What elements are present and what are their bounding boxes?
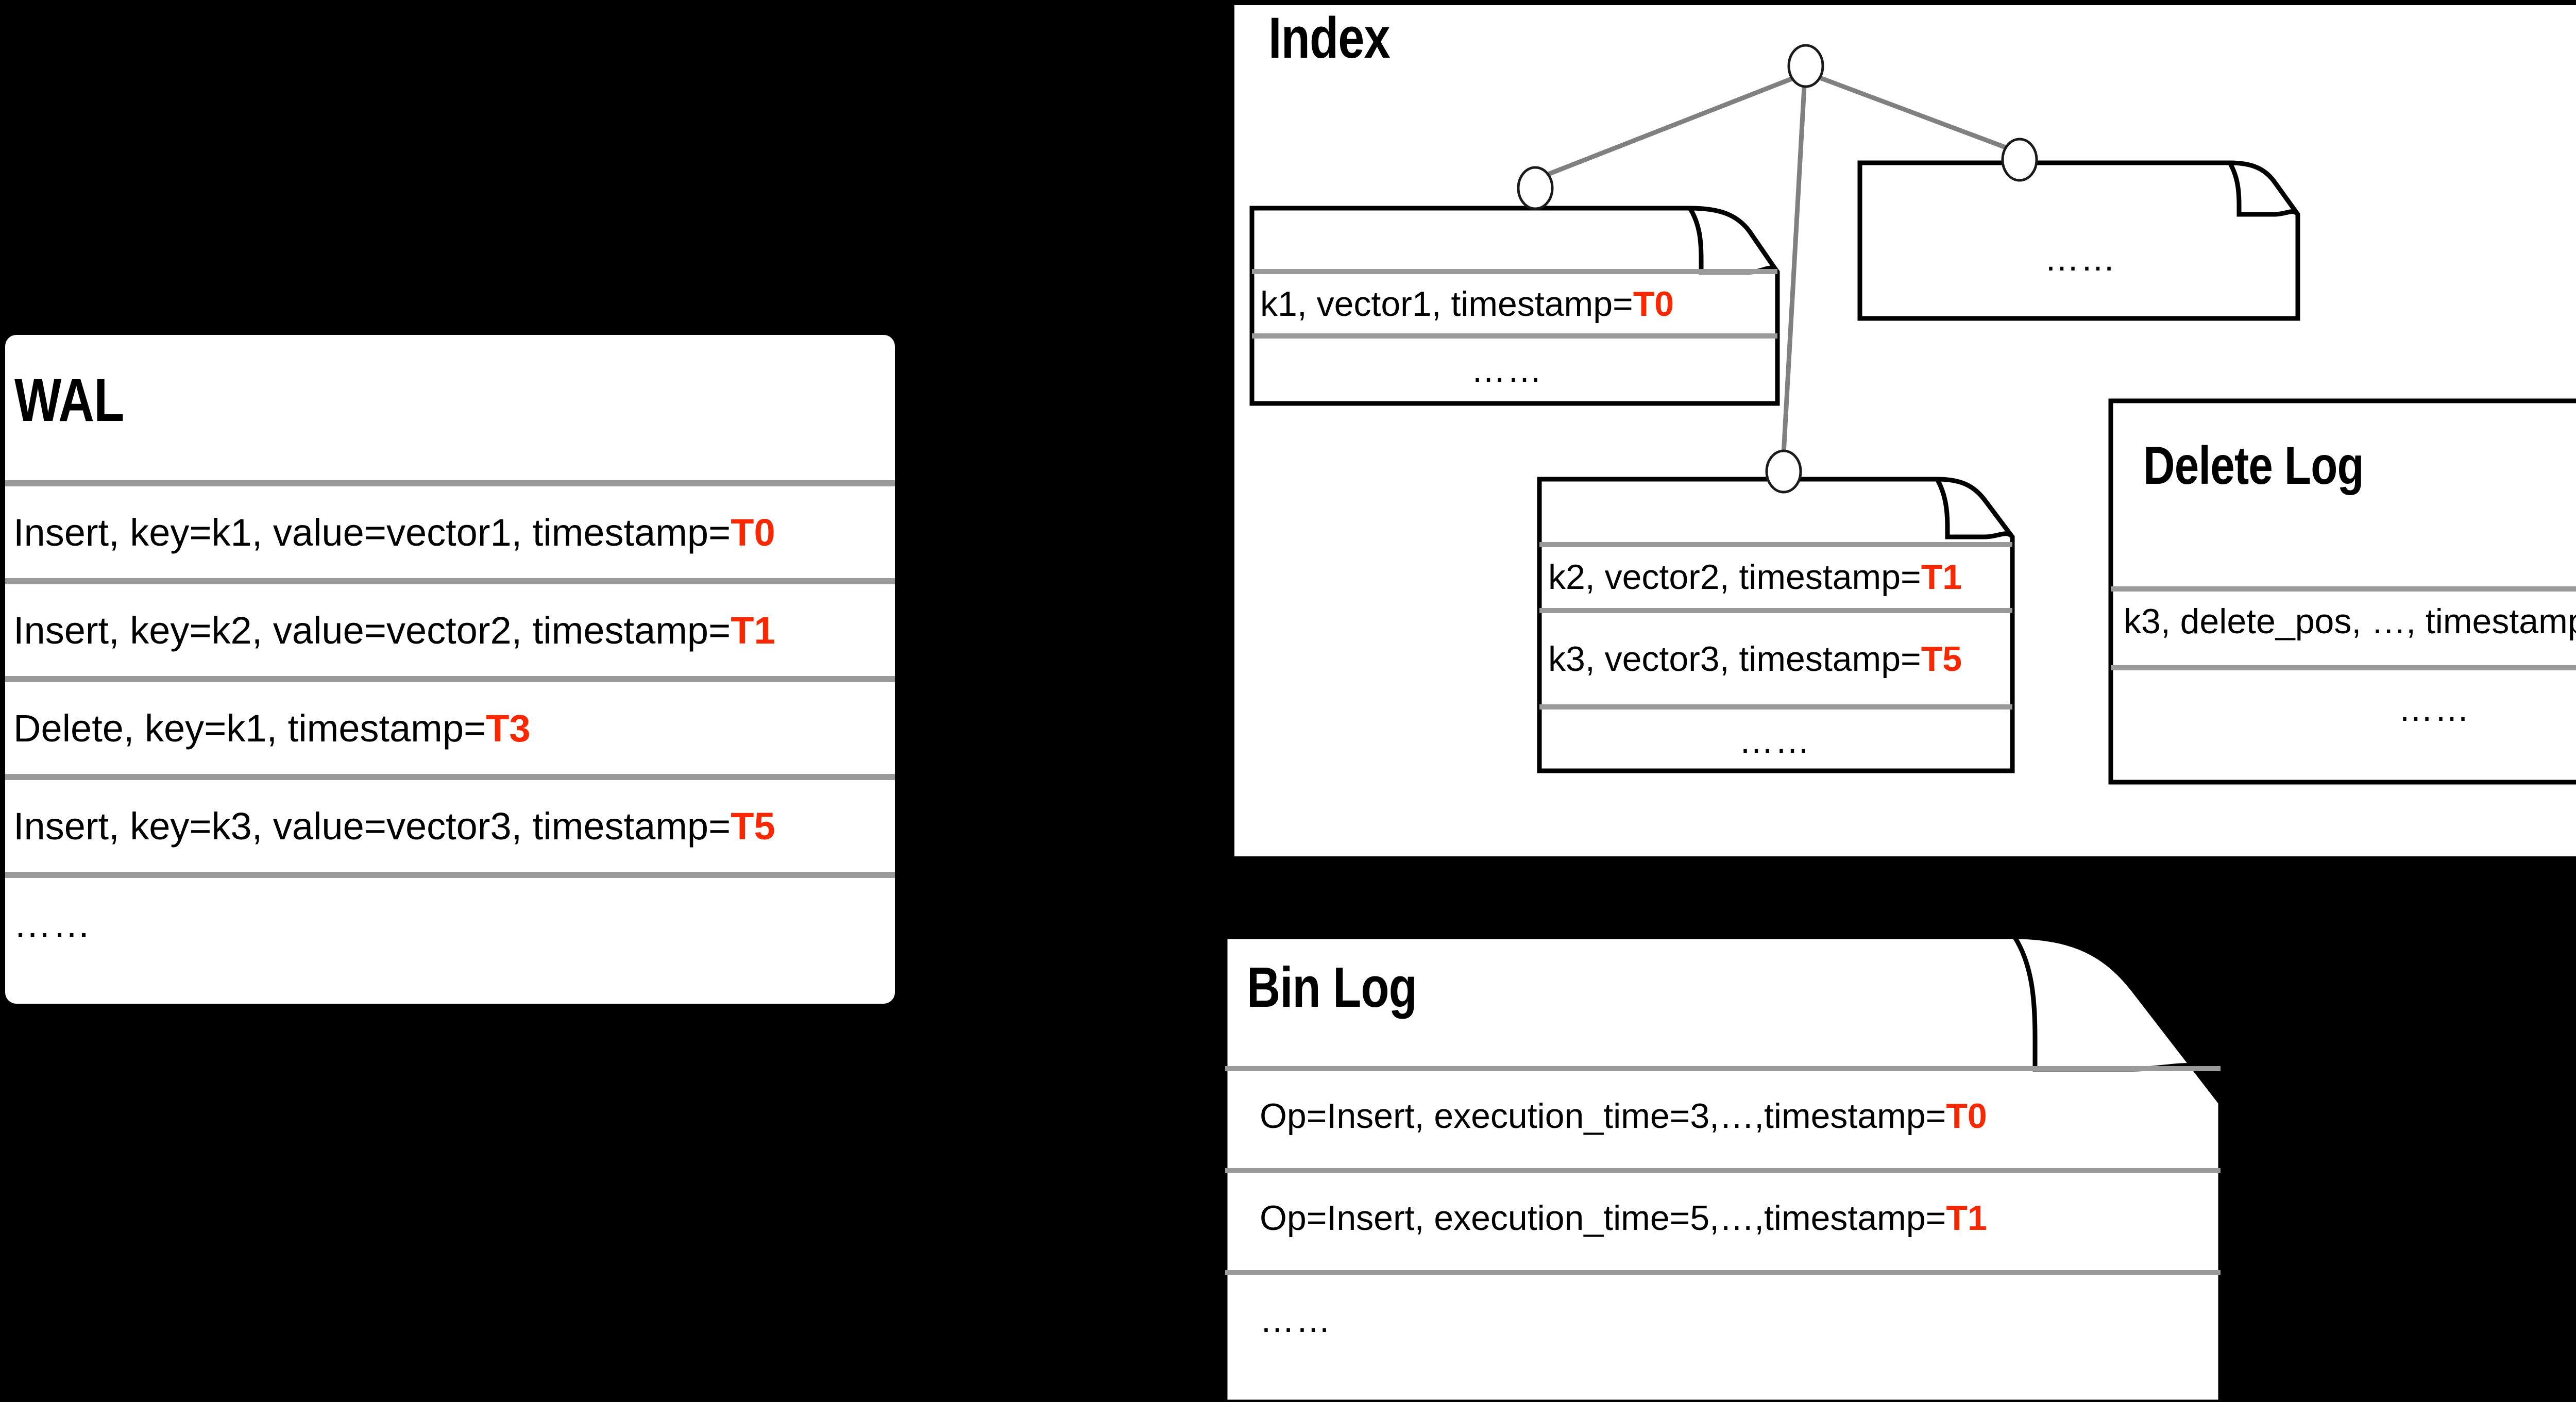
wal-row-label: Insert, key=k3, value=vector3, timestamp… <box>13 805 731 848</box>
bin-log-row: Op=Insert, execution_time=5,…,timestamp=… <box>1260 1201 1987 1236</box>
wal-row-label: Delete, key=k1, timestamp= <box>13 707 486 750</box>
leaf-k1-box <box>1249 206 1780 406</box>
wal-row: …… <box>13 903 92 945</box>
leaf-k2k3-row-label: k2, vector2, timestamp= <box>1548 558 1921 597</box>
leaf-k1-row: k1, vector1, timestamp=T0 <box>1260 286 1674 322</box>
delete-log-row: k3, delete_pos, …, timestamp=T3 <box>2124 604 2576 639</box>
wal-row-timestamp: T3 <box>486 707 531 750</box>
tree-edge-root-middle <box>1781 86 1807 454</box>
leaf-k1-row-label: k1, vector1, timestamp= <box>1260 284 1633 324</box>
bin-log-row-label: Op=Insert, execution_time=3,…,timestamp= <box>1260 1096 1946 1136</box>
tree-edge-root-right <box>1818 75 2009 151</box>
wal-row: Insert, key=k2, value=vector2, timestamp… <box>13 612 775 650</box>
wal-row-label: Insert, key=k2, value=vector2, timestamp… <box>13 609 731 652</box>
leaf-k1-row-timestamp: T0 <box>1633 284 1674 324</box>
tree-node-right-child[interactable] <box>2001 138 2038 182</box>
delete-log-row-label: k3, delete_pos, …, timestamp= <box>2124 602 2576 641</box>
leaf-k1-row: …… <box>1471 350 1543 390</box>
wal-title: WAL <box>14 366 124 434</box>
leaf-k2k3-row: k3, vector3, timestamp=T5 <box>1548 641 1962 677</box>
leaf-ellipsis-row: …… <box>2044 239 2116 278</box>
wal-row: Delete, key=k1, timestamp=T3 <box>13 710 531 748</box>
bin-log-row-timestamp: T0 <box>1946 1096 1987 1136</box>
bin-log-row-label: Op=Insert, execution_time=5,…,timestamp= <box>1260 1198 1946 1238</box>
leaf-k1-fold <box>1688 207 1780 275</box>
bin-log-row: Op=Insert, execution_time=3,…,timestamp=… <box>1260 1099 1987 1134</box>
leaf-k2k3-fold <box>1935 478 2014 539</box>
tree-node-left-child[interactable] <box>1517 166 1554 210</box>
bin-log-title: Bin Log <box>1247 956 1417 1019</box>
leaf-k2k3-row-timestamp: T1 <box>1921 558 1962 597</box>
bin-log-fold <box>2012 935 2223 1080</box>
wal-panel <box>5 335 895 1004</box>
tree-edge-root-left <box>1545 76 1794 178</box>
delete-log-row: …… <box>2398 689 2470 729</box>
leaf-k2k3-row-label: k3, vector3, timestamp= <box>1548 639 1921 679</box>
tree-node-root[interactable] <box>1787 44 1824 88</box>
leaf-ellipsis-fold <box>2228 161 2300 217</box>
bin-log-row-timestamp: T1 <box>1946 1198 1987 1238</box>
index-title: Index <box>1268 6 1391 70</box>
leaf-k2k3-row: …… <box>1739 721 1811 761</box>
bin-log-row: …… <box>1260 1300 1332 1340</box>
wal-row-timestamp: T1 <box>731 609 775 652</box>
delete-log-title: Delete Log <box>2143 436 2364 496</box>
wal-row: Insert, key=k1, value=vector1, timestamp… <box>13 514 775 552</box>
tree-node-middle-child[interactable] <box>1765 449 1802 494</box>
wal-row-label: Insert, key=k1, value=vector1, timestamp… <box>13 511 731 554</box>
leaf-k2k3-row-timestamp: T5 <box>1921 639 1962 679</box>
wal-row-timestamp: T5 <box>731 805 775 848</box>
wal-row: Insert, key=k3, value=vector3, timestamp… <box>13 807 775 846</box>
wal-row-timestamp: T0 <box>731 511 775 554</box>
leaf-k2k3-row: k2, vector2, timestamp=T1 <box>1548 560 1962 595</box>
